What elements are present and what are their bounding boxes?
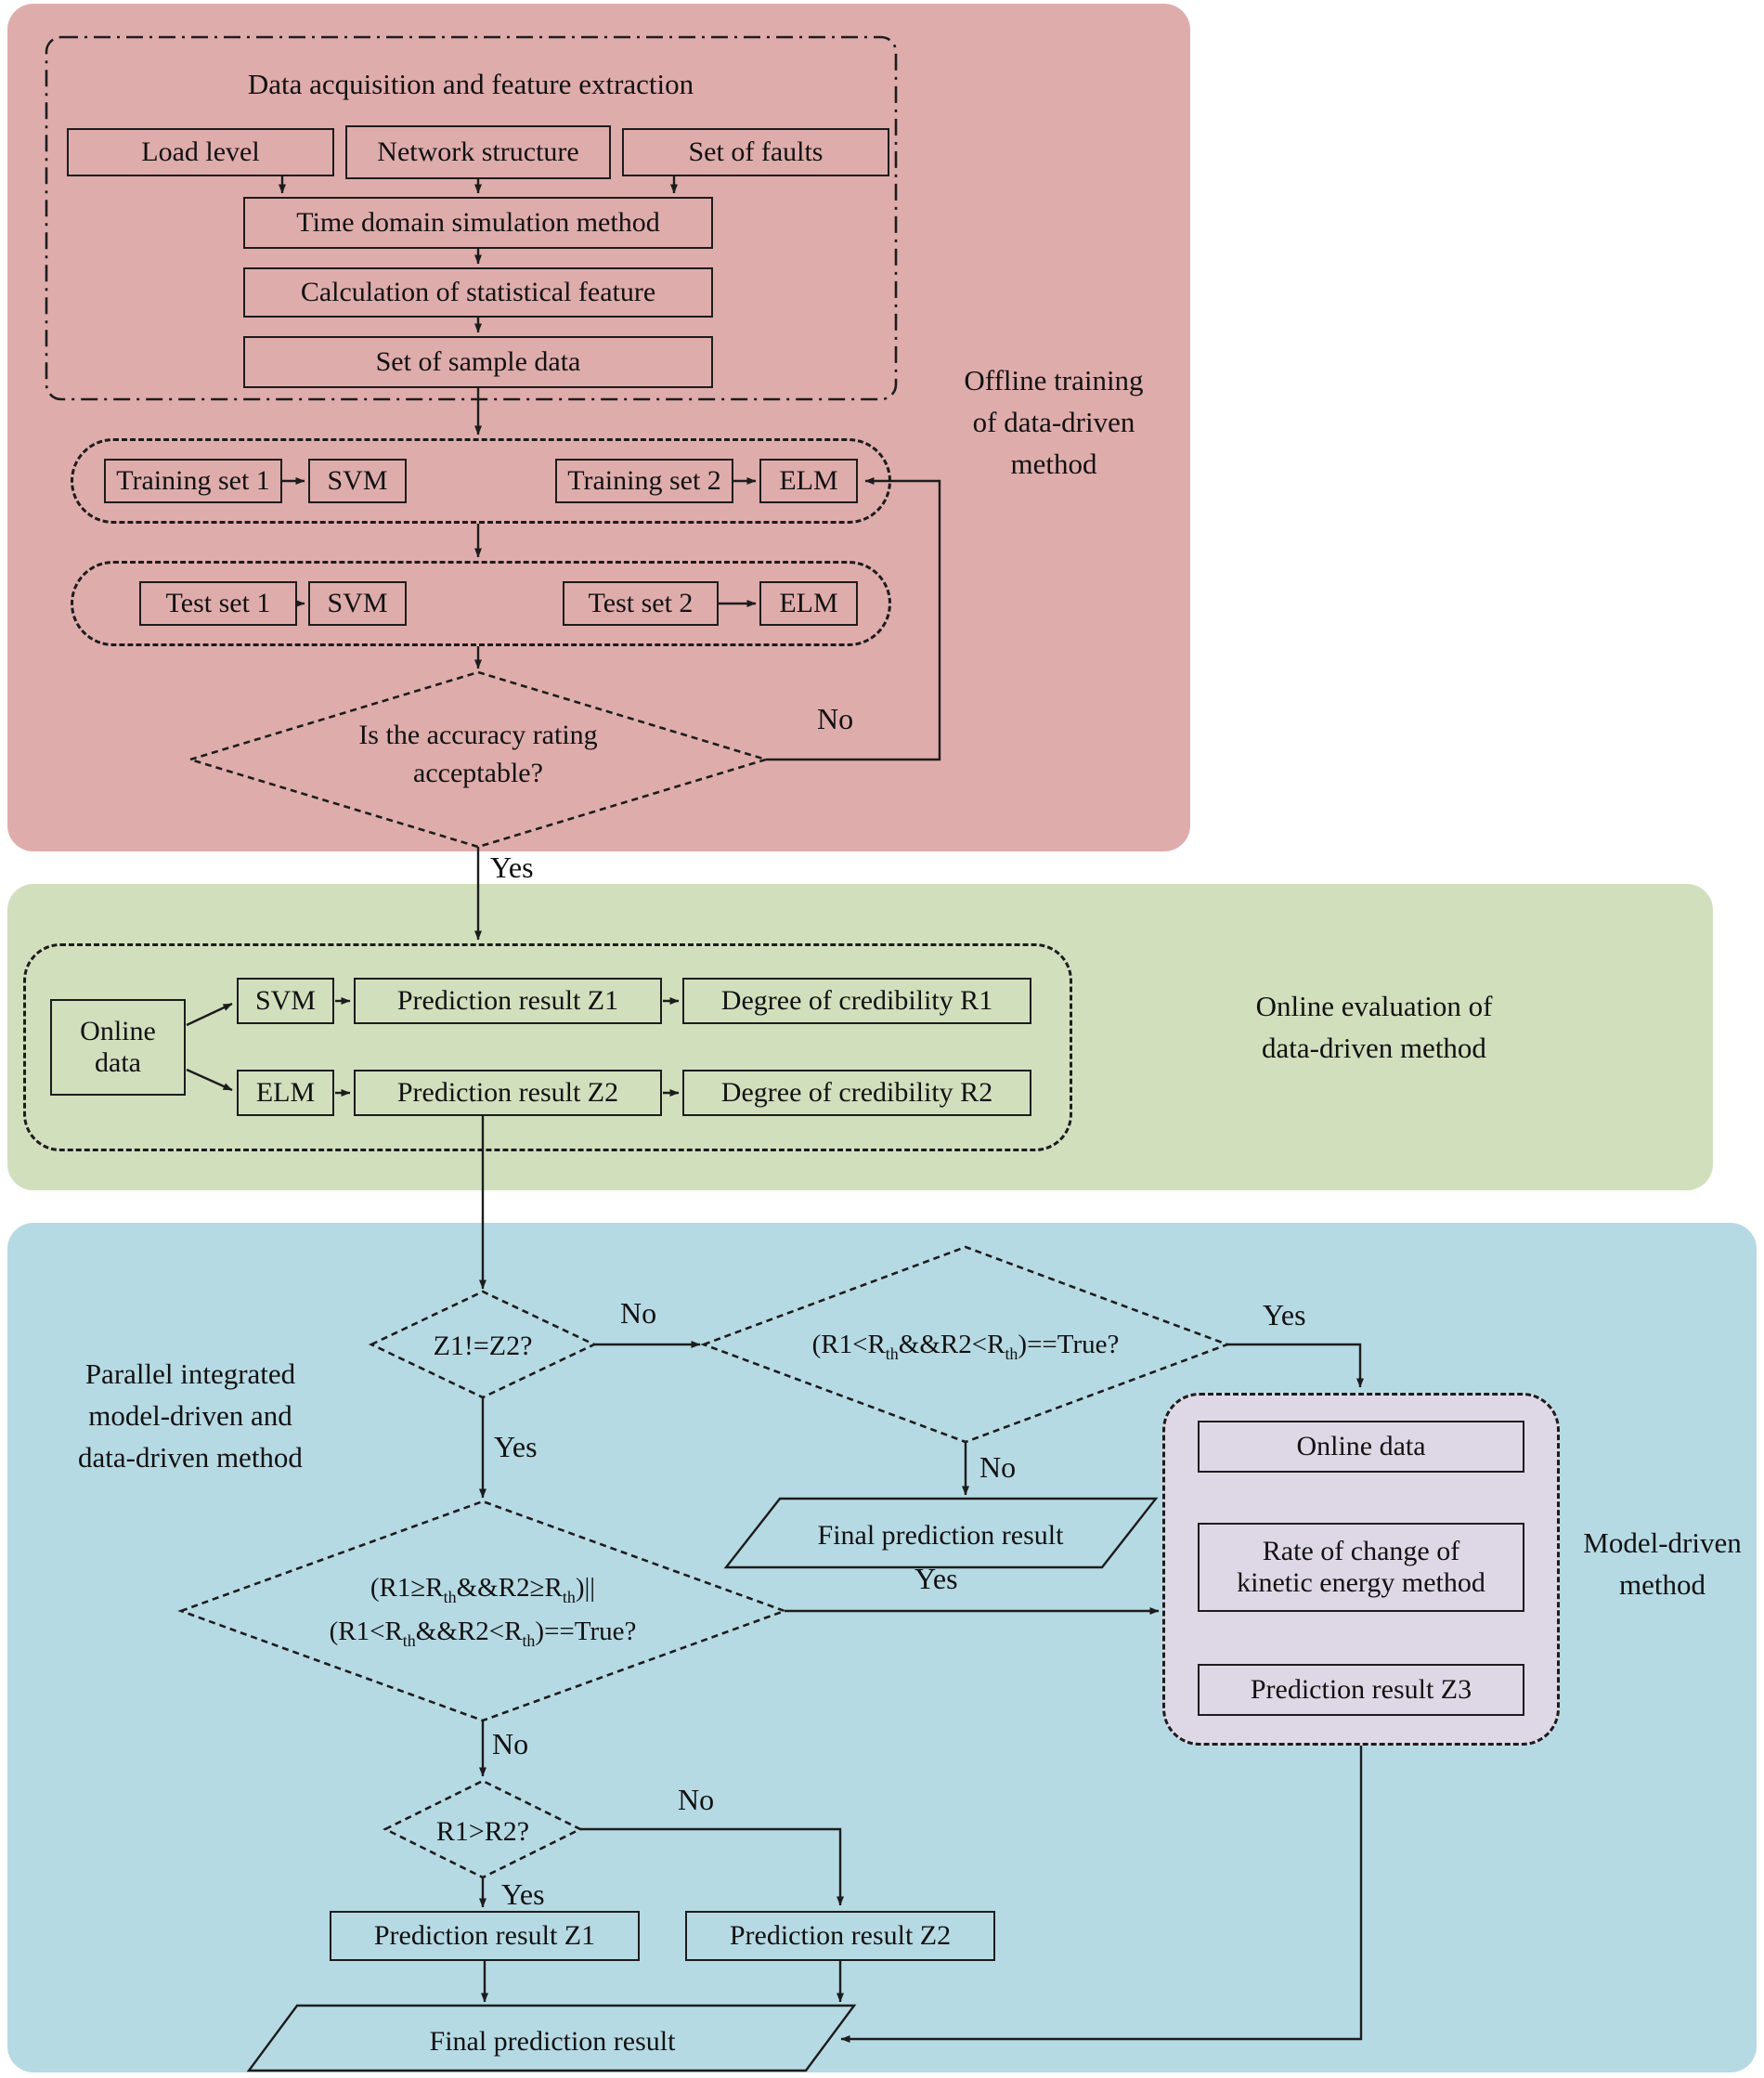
- set-of-faults-box: Set of faults: [622, 128, 889, 176]
- acquisition-group-border: [45, 35, 898, 401]
- svm-eval-box: SVM: [237, 978, 334, 1024]
- edge-label-yes-r1r2: Yes: [501, 1877, 545, 1911]
- prediction-z3-box: Prediction result Z3: [1198, 1664, 1524, 1716]
- calculation-box: Calculation of statistical feature: [243, 267, 713, 318]
- final-result-bottom-parallelogram: [246, 2004, 857, 2072]
- credibility-r2-box: Degree of credibility R2: [682, 1070, 1031, 1116]
- sample-data-box: Set of sample data: [243, 336, 713, 388]
- prediction-z1-box: Prediction result Z1: [354, 978, 662, 1024]
- evaluation-group: [23, 943, 1072, 1151]
- parallel-section-label: Parallel integrated model-driven and dat…: [78, 1357, 303, 1474]
- credibility-diamond-label: (R1<Rth&&R2<Rth)==True?: [811, 1330, 1120, 1363]
- offline-training-panel: [7, 4, 1190, 851]
- test-set-2-box: Test set 2: [563, 581, 719, 626]
- model-driven-group: [1162, 1393, 1560, 1746]
- time-domain-box: Time domain simulation method: [243, 197, 713, 249]
- final-result-bottom-label: Final prediction result: [429, 2026, 676, 2057]
- credibility-r1-box: Degree of credibility R1: [682, 978, 1031, 1024]
- edge-label-no-r1r2: No: [678, 1783, 715, 1816]
- z1z2-diamond-label: Z1!=Z2?: [433, 1331, 533, 1361]
- training-set-1-box: Training set 1: [104, 459, 282, 503]
- test-group: [71, 561, 891, 646]
- network-structure-box: Network structure: [345, 125, 611, 179]
- both-threshold-diamond-label: (R1≥Rth&&R2≥Rth)|| (R1<Rth&&R2<Rth)==Tru…: [329, 1573, 637, 1650]
- kinetic-energy-box: Rate of change of kinetic energy method: [1198, 1523, 1524, 1612]
- model-online-data-box: Online data: [1198, 1421, 1524, 1473]
- training-group: [71, 438, 891, 524]
- acquisition-title: Data acquisition and feature extraction: [247, 68, 694, 100]
- prediction-z2-result-box: Prediction result Z2: [685, 1911, 995, 1961]
- z3-to-final-wire: [840, 1716, 1363, 2043]
- prediction-z2-box: Prediction result Z2: [354, 1070, 662, 1116]
- final-result-mid-label: Final prediction result: [817, 1520, 1064, 1551]
- accuracy-diamond-label: Is the accuracy rating acceptable?: [358, 720, 598, 788]
- model-driven-section-label: Model-driven method: [1583, 1526, 1742, 1601]
- decision-r1r2-diamond: [383, 1779, 583, 1879]
- edge-label-yes-credibility: Yes: [1263, 1298, 1306, 1331]
- training-set-2-box: Training set 2: [555, 459, 733, 503]
- r1r2-diamond-label: R1>R2?: [435, 1816, 530, 1847]
- decision-both-threshold-diamond: [177, 1500, 788, 1722]
- edge-label-yes-accuracy: Yes: [490, 851, 534, 884]
- online-data-box: Online data: [50, 999, 186, 1096]
- elm-eval-box: ELM: [237, 1070, 334, 1116]
- edge-label-no-both: No: [492, 1727, 529, 1760]
- no-feedback-wire: [766, 477, 941, 761]
- online-section-label: Online evaluation of data-driven method: [1255, 990, 1493, 1064]
- offline-section-label: Offline training of data-driven method: [964, 364, 1144, 480]
- edge-label-no-credibility: No: [979, 1450, 1017, 1484]
- yes-to-model-driven-top-wire: [1227, 1343, 1364, 1388]
- elm-train-box: ELM: [759, 459, 858, 503]
- decision-credibility-diamond: [700, 1245, 1231, 1444]
- svm-train-box: SVM: [308, 459, 407, 503]
- load-level-box: Load level: [67, 128, 334, 176]
- online-evaluation-panel: [7, 884, 1713, 1190]
- final-result-mid-parallelogram: [723, 1497, 1159, 1569]
- test-set-1-box: Test set 1: [139, 581, 297, 626]
- edge-label-no-accuracy: No: [817, 702, 854, 735]
- svm-test-box: SVM: [308, 581, 407, 626]
- edge-label-no-z1z2: No: [620, 1296, 657, 1330]
- edge-label-yes-z1z2: Yes: [494, 1430, 538, 1463]
- decision-z1z2-diamond: [368, 1290, 598, 1399]
- elm-test-box: ELM: [759, 581, 858, 626]
- edge-label-yes-both: Yes: [914, 1562, 958, 1595]
- prediction-z1-result-box: Prediction result Z1: [330, 1911, 640, 1961]
